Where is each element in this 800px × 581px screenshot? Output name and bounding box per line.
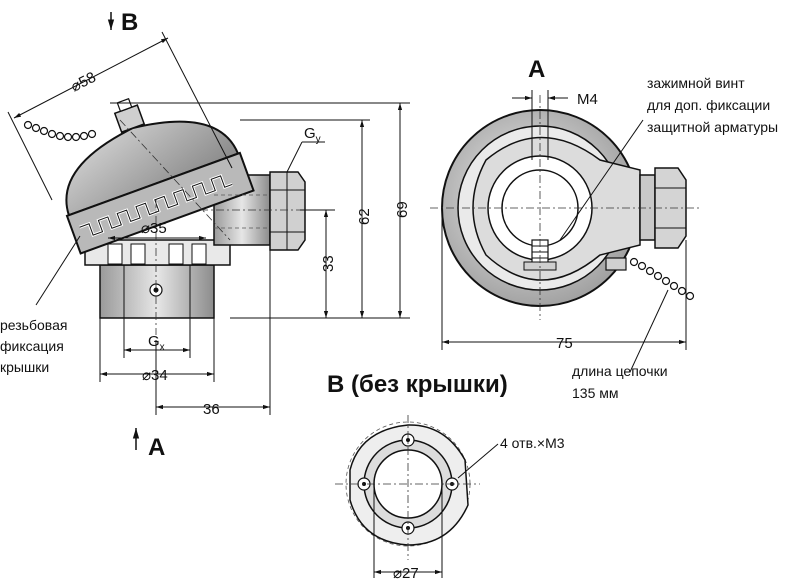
dim-gx: Gx bbox=[148, 333, 165, 353]
chain bbox=[23, 120, 97, 142]
dim-d34: ⌀34 bbox=[142, 367, 168, 384]
leader-clamp bbox=[559, 119, 644, 241]
view-a-title: A bbox=[528, 56, 545, 83]
note-chain-2: 135 мм bbox=[572, 385, 619, 401]
view-b: B (без крышки) 4 отв.×M3 ⌀27 bbox=[327, 371, 565, 581]
dim-75: 75 bbox=[556, 335, 573, 352]
note-thread-fix-1: резьбовая bbox=[0, 317, 67, 333]
note-clamp-3: защитной арматуры bbox=[647, 119, 778, 135]
note-clamp-2: для доп. фиксации bbox=[647, 97, 770, 113]
note-thread-fix-2: фиксация bbox=[0, 338, 64, 354]
dim-m4: M4 bbox=[577, 91, 598, 108]
view-b-marker: B bbox=[121, 9, 138, 36]
view-a-marker: A bbox=[148, 434, 165, 461]
dim-d35: ⌀35 bbox=[141, 220, 167, 237]
dim-d58: ⌀58 bbox=[68, 69, 99, 96]
note-chain-1: длина цепочки bbox=[572, 363, 668, 379]
note-holes: 4 отв.×M3 bbox=[500, 435, 565, 451]
dim-33: 33 bbox=[320, 255, 337, 272]
dim-d27: ⌀27 bbox=[393, 565, 419, 581]
note-clamp-1: зажимной винт bbox=[647, 75, 745, 91]
note-thread-fix-3: крышки bbox=[0, 359, 49, 375]
mounting-holes bbox=[357, 433, 459, 535]
cover-cap bbox=[65, 97, 255, 255]
dim-36: 36 bbox=[203, 401, 220, 418]
dim-69: 69 bbox=[394, 201, 411, 218]
leader-holes bbox=[457, 443, 499, 479]
leader-thread-fix bbox=[35, 235, 81, 306]
dim-62: 62 bbox=[356, 208, 373, 225]
view-b-title: B (без крышки) bbox=[327, 371, 508, 398]
view-a-chain bbox=[605, 257, 695, 301]
side-view: B bbox=[0, 9, 411, 461]
view-a: A M4 bbox=[430, 56, 778, 401]
leader-chain bbox=[629, 289, 669, 373]
dim-gy: Gy bbox=[304, 125, 321, 145]
